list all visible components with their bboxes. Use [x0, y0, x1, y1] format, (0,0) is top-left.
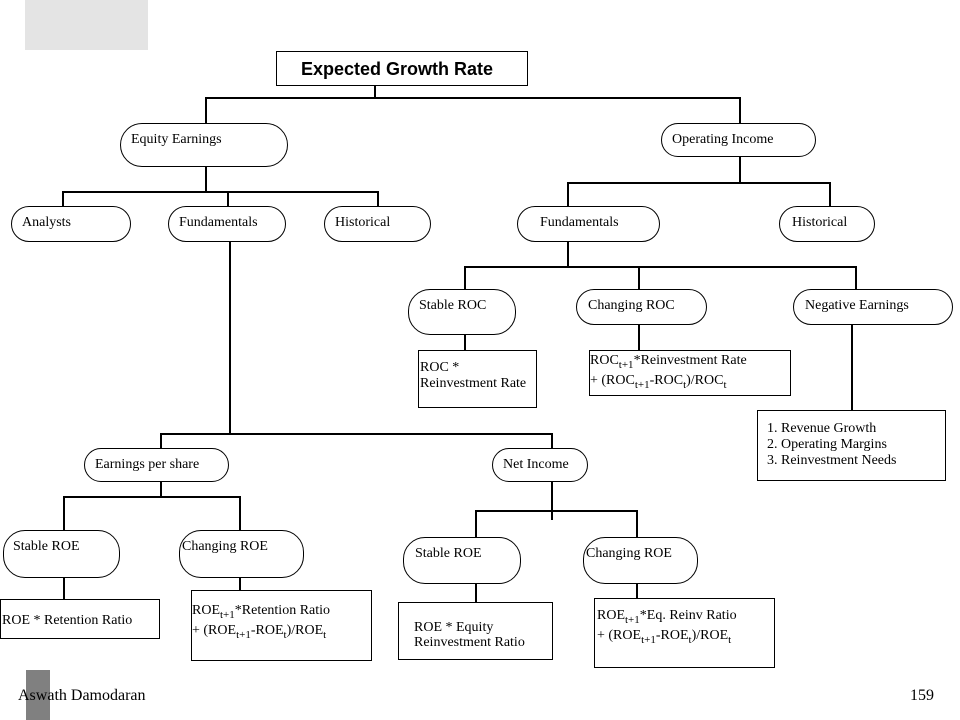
- eps-changing-formula-box: ROEt+1*Retention Ratio + (ROEt+1-ROEt)/R…: [191, 590, 372, 661]
- operating-income-node: Operating Income: [661, 123, 816, 157]
- ni-changing-roe-label: Changing ROE: [586, 546, 672, 561]
- net-income-label: Net Income: [503, 457, 569, 472]
- eps-stable-roe-label: Stable ROE: [13, 539, 80, 554]
- earnings-per-share-node: Earnings per share: [84, 448, 229, 482]
- ni-changing-formula-line1: ROEt+1*Eq. Reinv Ratio: [597, 608, 737, 626]
- equity-earnings-label: Equity Earnings: [131, 132, 222, 147]
- footer-page-number: 159: [910, 687, 934, 704]
- stable-roc-node: Stable ROC: [408, 289, 516, 335]
- equity-historical-label: Historical: [335, 215, 391, 230]
- eps-changing-formula-line1: ROEt+1*Retention Ratio: [192, 603, 331, 621]
- stable-roc-label: Stable ROC: [419, 298, 487, 313]
- equity-fundamentals-label: Fundamentals: [179, 215, 258, 230]
- operating-income-label: Operating Income: [672, 132, 774, 147]
- net-income-node: Net Income: [492, 448, 588, 482]
- ni-changing-formula-line2: + (ROEt+1-ROEt)/ROEt: [597, 628, 732, 646]
- stable-roc-formula-line1: ROC *: [420, 360, 460, 375]
- negative-earnings-label: Negative Earnings: [805, 298, 909, 313]
- negative-earnings-item: 1. Revenue Growth: [767, 421, 877, 436]
- footer-author: Aswath Damodaran: [18, 687, 146, 704]
- top-decoration: [25, 0, 148, 50]
- bottom-decoration: [26, 670, 50, 720]
- ni-stable-formula-line1: ROE * Equity: [414, 620, 494, 635]
- negative-earnings-item: 3. Reinvestment Needs: [767, 453, 897, 468]
- changing-roc-formula-line2: + (ROCt+1-ROCt)/ROCt: [590, 373, 727, 391]
- changing-roc-node: Changing ROC: [576, 289, 707, 325]
- ni-stable-formula-line2: Reinvestment Ratio: [414, 635, 525, 650]
- stable-roc-formula-box: ROC * Reinvestment Rate: [418, 350, 537, 408]
- eps-changing-roe-label: Changing ROE: [182, 539, 268, 554]
- eps-changing-roe-node: Changing ROE: [179, 530, 304, 578]
- analysts-label: Analysts: [22, 215, 71, 230]
- analysts-node: Analysts: [11, 206, 131, 242]
- changing-roc-label: Changing ROC: [588, 298, 675, 313]
- stable-roc-formula-line2: Reinvestment Rate: [420, 376, 527, 391]
- equity-earnings-node: Equity Earnings: [120, 123, 288, 167]
- ni-changing-formula-box: ROEt+1*Eq. Reinv Ratio + (ROEt+1-ROEt)/R…: [594, 598, 775, 668]
- operating-historical-node: Historical: [779, 206, 875, 242]
- earnings-per-share-label: Earnings per share: [95, 457, 200, 472]
- negative-earnings-item: 2. Operating Margins: [767, 437, 887, 452]
- changing-roc-formula-box: ROCt+1*Reinvestment Rate + (ROCt+1-ROCt)…: [589, 350, 791, 396]
- negative-earnings-list-box: 1. Revenue Growth 2. Operating Margins 3…: [757, 410, 946, 481]
- ni-changing-roe-node: Changing ROE: [583, 537, 698, 584]
- equity-historical-node: Historical: [324, 206, 431, 242]
- equity-fundamentals-node: Fundamentals: [168, 206, 286, 242]
- diagram-title: Expected Growth Rate: [301, 59, 494, 79]
- operating-fundamentals-label: Fundamentals: [540, 215, 619, 230]
- operating-fundamentals-node: Fundamentals: [517, 206, 660, 242]
- changing-roc-formula-line1: ROCt+1*Reinvestment Rate: [590, 353, 747, 371]
- expected-growth-rate-box: Expected Growth Rate: [276, 51, 528, 86]
- eps-stable-formula-box: ROE * Retention Ratio: [0, 599, 160, 639]
- ni-stable-roe-label: Stable ROE: [415, 546, 482, 561]
- eps-stable-roe-node: Stable ROE: [3, 530, 120, 578]
- operating-historical-label: Historical: [792, 215, 848, 230]
- ni-stable-roe-node: Stable ROE: [403, 537, 521, 584]
- negative-earnings-node: Negative Earnings: [793, 289, 953, 325]
- ni-stable-formula-box: ROE * Equity Reinvestment Ratio: [398, 602, 553, 660]
- eps-changing-formula-line2: + (ROEt+1-ROEt)/ROEt: [192, 623, 327, 641]
- eps-stable-formula: ROE * Retention Ratio: [2, 613, 133, 628]
